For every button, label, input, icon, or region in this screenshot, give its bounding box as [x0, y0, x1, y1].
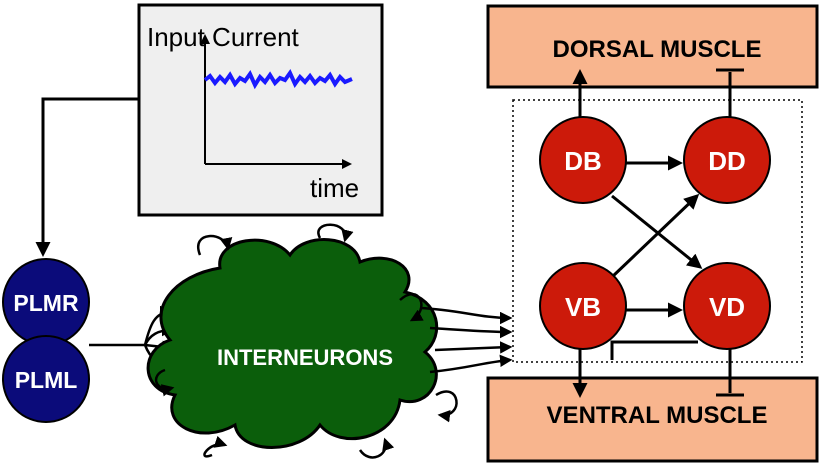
vb-vd-inhibitory-path	[610, 340, 698, 360]
plml-label: PLML	[15, 367, 78, 393]
vd-label: VD	[709, 292, 745, 322]
sensory-neuron-plml: PLML	[2, 335, 90, 423]
motor-circuit-box	[512, 99, 803, 363]
ventral-muscle-label: VENTRAL MUSCLE	[547, 402, 768, 429]
motor-neuron-db: DB	[539, 116, 627, 204]
interneuron-self-loops	[154, 223, 458, 459]
dorsal-muscle-label: DORSAL MUSCLE	[553, 36, 762, 63]
stimulus-arrow	[35, 97, 139, 257]
interneuron-to-motor-arrows	[419, 306, 513, 374]
dorsal-muscle: DORSAL MUSCLE	[486, 4, 819, 89]
input-x-label: time	[310, 173, 359, 203]
motor-neuron-dd: DD	[683, 116, 771, 204]
interneurons-label: INTERNEURONS	[217, 345, 393, 370]
db-label: DB	[564, 146, 602, 176]
plmr-label: PLMR	[13, 290, 79, 316]
motor-neuron-vd: VD	[683, 262, 771, 350]
vb-label: VB	[565, 292, 601, 322]
interneuron-cloud: INTERNEURONS	[146, 238, 439, 449]
sensory-neuron-plmr: PLMR	[2, 258, 90, 346]
input-y-label: Input Current	[147, 22, 300, 52]
dd-label: DD	[708, 146, 746, 176]
ventral-muscle: VENTRAL MUSCLE	[486, 376, 819, 463]
input-current-panel: Input Current time	[137, 3, 384, 217]
motor-neuron-vb: VB	[539, 262, 627, 350]
input-current-trace	[203, 69, 353, 90]
